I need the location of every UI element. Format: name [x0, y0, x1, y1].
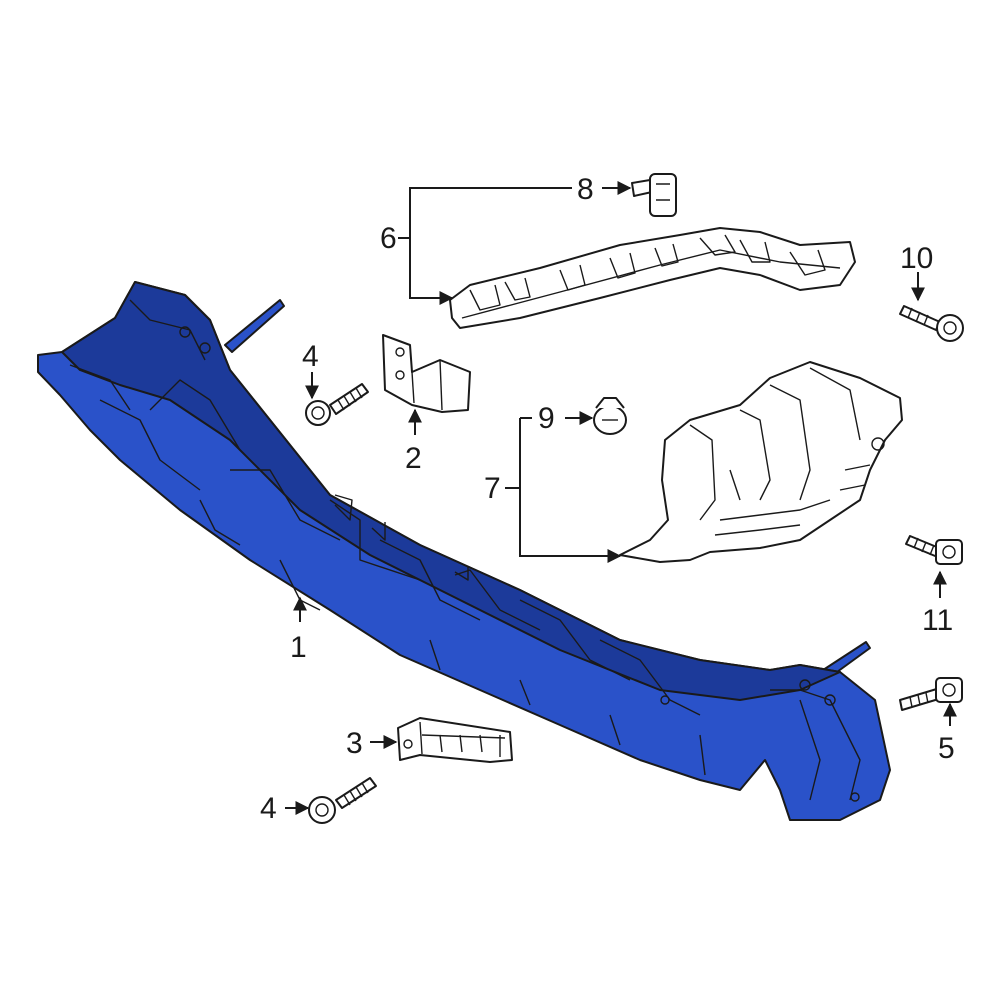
callout-11: 11: [922, 604, 953, 637]
callout-1: 1: [290, 631, 307, 664]
callout-9: 9: [538, 402, 555, 435]
side-support-part-7[interactable]: [619, 361, 903, 563]
screw-part-4-lower[interactable]: [308, 777, 377, 824]
callout-6: 6: [380, 222, 397, 255]
callout-8: 8: [577, 173, 594, 206]
bracket-part-3[interactable]: [397, 717, 513, 763]
clip-part-8[interactable]: [631, 173, 677, 217]
callout-2: 2: [405, 442, 422, 475]
callout-3: 3: [346, 727, 363, 760]
screw-part-4-upper[interactable]: [305, 383, 369, 426]
bumper-absorber-part-1[interactable]: [37, 281, 891, 821]
callout-4-lower: 4: [260, 792, 277, 825]
clip-part-9[interactable]: [593, 397, 627, 435]
callout-10: 10: [900, 242, 933, 275]
callout-4-upper: 4: [302, 340, 319, 373]
bolt-part-11[interactable]: [905, 535, 963, 565]
leader-lines: [285, 181, 957, 815]
side-bracket-part-6[interactable]: [449, 227, 856, 329]
bolt-part-5[interactable]: [899, 677, 963, 711]
bracket-part-2[interactable]: [382, 334, 471, 413]
screw-part-10[interactable]: [899, 305, 964, 342]
callout-5: 5: [938, 732, 955, 765]
callout-7: 7: [484, 472, 501, 505]
